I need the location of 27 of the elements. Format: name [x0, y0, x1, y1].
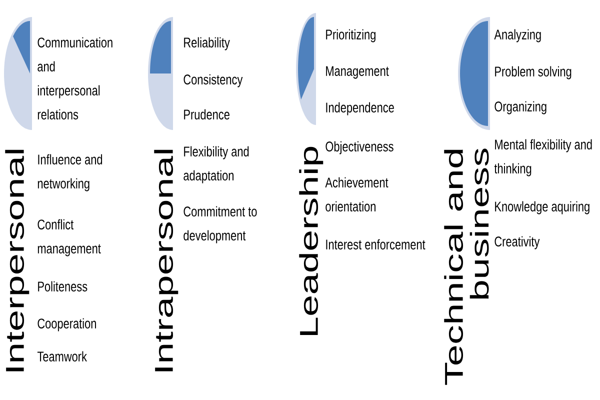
list-item: Creativity: [494, 236, 540, 250]
list-item: Analyzing: [494, 29, 541, 42]
list-item: Consistency: [184, 74, 243, 88]
list-item: Influence and networking: [38, 154, 102, 192]
list-item: Objectiveness: [326, 141, 394, 154]
column-heading: Technical and business: [444, 148, 489, 385]
list-item: Politeness: [38, 281, 88, 292]
list-item: Organizing: [494, 101, 546, 114]
list-item: Management: [326, 66, 389, 79]
list-item: Conflict management: [38, 219, 101, 256]
list-item: Knowledge aquiring: [495, 201, 590, 214]
list-item: Prudence: [184, 109, 230, 120]
list-item: Commitment to development: [184, 206, 257, 244]
list-item: Cooperation: [38, 318, 96, 332]
list-item: Independence: [326, 102, 394, 116]
list-item: Achievement orientation: [325, 177, 388, 212]
list-item: Flexibility and adaptation: [184, 146, 249, 184]
list-item: Mental flexibility and thinking: [494, 139, 592, 176]
column-heading: Leadership: [299, 146, 324, 335]
list-item: Interest enforcement: [326, 239, 426, 250]
list-item: Communication and interpersonal relations: [38, 37, 112, 120]
list-item: Teamwork: [37, 351, 87, 362]
list-item: Reliability: [184, 37, 230, 50]
list-item: Prioritizing: [326, 29, 376, 42]
column-heading: Intrapersonal: [154, 150, 178, 372]
column-heading: Interpersonal: [5, 150, 30, 372]
list-item: Problem solving: [495, 66, 572, 80]
